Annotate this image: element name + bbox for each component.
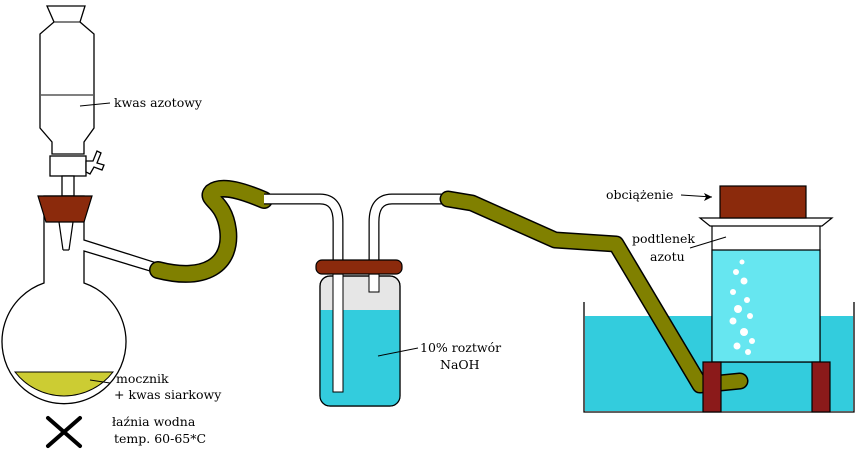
- label-urea-line2: + kwas siarkowy: [114, 387, 222, 402]
- leader-naoh: [377, 347, 419, 357]
- leader-weight-arrowhead: [704, 193, 712, 201]
- label-bath-line1: łaźnia wodna: [112, 414, 196, 429]
- label-bath-line2: temp. 60-65*C: [114, 431, 206, 446]
- gas-bubbles: [729, 259, 755, 355]
- naoh-solution: [320, 310, 400, 406]
- weight-block: [719, 185, 807, 219]
- funnel-stopcock: [49, 150, 105, 197]
- flask-reagent: [13, 371, 115, 397]
- dropping-funnel: [39, 5, 95, 155]
- label-nitric-acid: kwas azotowy: [114, 95, 203, 110]
- support-left: [702, 361, 722, 413]
- glass-tube-inlet: [264, 193, 344, 392]
- flask-stopper: [37, 195, 93, 223]
- flask-body: [1, 195, 164, 405]
- collecting-cylinder: [698, 217, 834, 363]
- leader-n2o: [689, 236, 727, 249]
- label-naoh-line2: NaOH: [440, 357, 480, 372]
- water-bath-symbol: [46, 416, 82, 448]
- leader-nitric-acid: [79, 102, 111, 107]
- support-right: [811, 361, 831, 413]
- wash-bottle-cap: [315, 259, 403, 275]
- leader-urea: [89, 379, 111, 384]
- rubber-hose-1: [149, 179, 273, 283]
- wash-bottle: [319, 271, 401, 407]
- round-flask: [1, 195, 164, 405]
- label-weight: obciążenie: [606, 187, 673, 202]
- label-n2o-line1: podtlenek: [632, 231, 695, 246]
- label-n2o-line2: azotu: [650, 249, 685, 264]
- label-urea-line1: mocznik: [116, 371, 169, 386]
- glass-tube-outlet: [368, 193, 448, 290]
- cylinder-water: [712, 250, 820, 362]
- label-naoh-line1: 10% roztwór: [420, 340, 501, 355]
